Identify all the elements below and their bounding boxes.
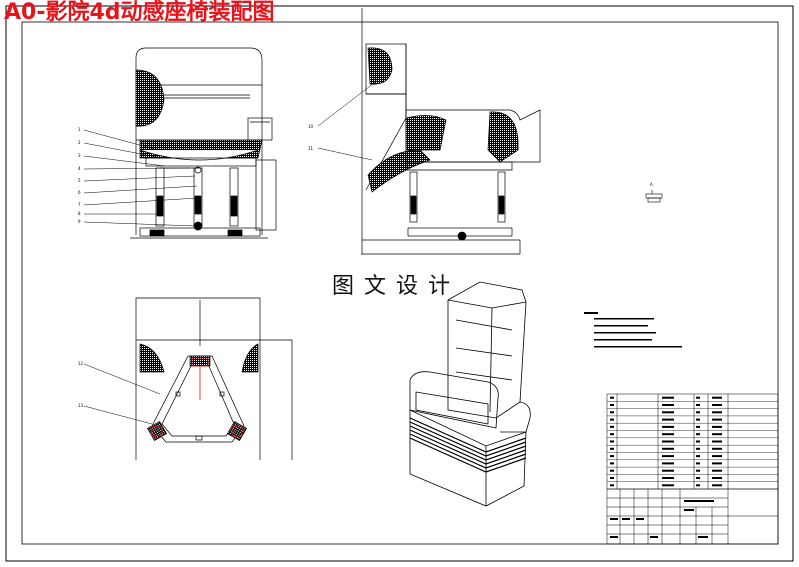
bom-cell-mark [712,411,722,414]
top-view-part-labels: 12 13 [78,361,84,408]
top-view [83,297,293,460]
bom-cell-mark [712,418,722,421]
part-label: 6 [78,190,81,195]
bom-cell-mark [712,433,722,436]
title-block-text-marks [610,500,714,538]
drawing-title: A0-影院4d动感座椅装配图 [4,0,275,25]
bom-cell-mark [696,462,700,465]
bom-cell-mark [696,447,700,450]
bom-cell-mark [662,469,674,472]
bom-cell-mark [662,433,674,436]
bom-cell-mark [610,418,614,421]
bom-cell-mark [610,484,614,487]
watermark-text: 图文设计 [332,274,461,299]
bom-cell-mark [712,440,722,443]
bom-cell-mark [662,404,674,406]
bom-cell-mark [662,455,674,458]
bom-cell-mark [610,404,614,406]
bill-of-materials [606,393,779,490]
bom-cell-mark [696,404,700,406]
bom-cell-mark [610,462,614,465]
bom-cell-mark [712,447,722,450]
part-label: 2 [78,140,81,145]
part-label: 1 [78,127,81,132]
bom-cell-mark [662,462,674,465]
bom-cell-mark [610,469,614,472]
outer-border [5,5,794,562]
bom-cell-mark [610,411,614,414]
bom-cell-mark [712,462,722,465]
side-view [317,8,541,255]
title-block [606,488,779,545]
bom-text-marks [610,396,722,487]
technical-notes [584,312,682,348]
side-view-part-labels: 10 11 [308,124,314,151]
bom-rows [607,401,778,482]
bom-cell-mark [712,469,722,472]
part-label: 3 [78,153,81,158]
bom-cell-mark [662,484,674,487]
bom-cell-mark [610,477,614,479]
bom-cell-mark [696,440,700,443]
bom-cell-mark [696,484,700,487]
bom-cell-mark [712,455,722,458]
bom-cell-mark [662,396,674,399]
part-label: 4 [78,166,81,171]
bom-cell-mark [696,455,700,458]
part-label: 9 [78,219,81,224]
bom-cell-mark [712,484,722,487]
bom-cell-mark [662,418,674,421]
bom-cell-mark [662,425,674,428]
part-label: 12 [78,361,84,366]
bom-cell-mark [662,440,674,443]
bom-cell-mark [610,440,614,443]
top-view-red-marks [151,357,243,437]
bom-cell-mark [662,411,674,414]
bom-cell-mark [696,477,700,479]
bom-cell-mark [662,477,674,479]
detail-a: A [645,182,663,203]
part-label: 8 [78,211,81,216]
bom-cell-mark [696,433,700,436]
part-label: 7 [78,202,81,207]
bom-cell-mark [696,396,700,399]
bom-cell-mark [610,396,614,399]
bom-cell-mark [610,455,614,458]
part-label: 11 [308,146,314,151]
part-label: 13 [78,403,84,408]
bom-cell-mark [610,425,614,428]
bom-cell-mark [696,469,700,472]
bom-cell-mark [662,447,674,450]
bom-cell-mark [712,425,722,428]
bom-cell-mark [610,447,614,450]
front-view-part-labels: 1 2 3 4 5 6 7 8 9 [78,127,81,224]
bom-cell-mark [712,404,722,406]
bom-cell-mark [712,396,722,399]
bom-cell-mark [696,418,700,421]
isometric-view [409,281,531,507]
bom-cell-mark [696,411,700,414]
bom-cell-mark [712,477,722,479]
inner-border [21,21,779,545]
detail-label: A [650,182,653,187]
bom-cell-mark [696,425,700,428]
part-label: 5 [78,178,81,183]
front-view [83,47,277,239]
bom-cell-mark [610,433,614,436]
part-label: 10 [308,124,314,129]
